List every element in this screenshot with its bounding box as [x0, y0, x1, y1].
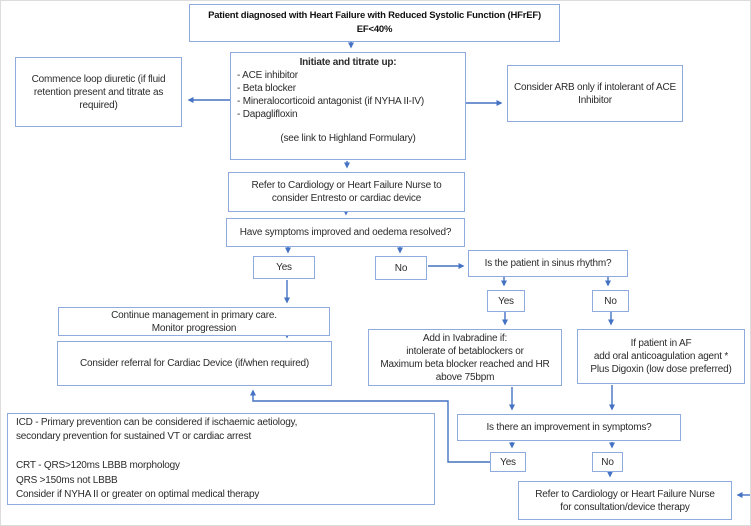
continue-primary-care-box: Continue management in primary care. Mon…	[58, 307, 330, 336]
text-line: Maximum beta blocker reached and HR	[380, 358, 550, 370]
no-branch-sinus: No	[592, 290, 629, 312]
text-line: Plus Digoxin (low dose preferred)	[590, 364, 732, 375]
branch-label: Yes	[276, 262, 292, 273]
refer-entresto-box: Refer to Cardiology or Heart Failure Nur…	[228, 172, 465, 212]
text-line: Continue management in primary care.	[111, 309, 277, 321]
consider-arb-box: Consider ARB only if intolerant of ACE I…	[507, 65, 683, 122]
yes-branch-improvement: Yes	[490, 452, 526, 472]
list-item: - Dapaglifloxin	[237, 109, 298, 120]
initiate-titrate-box: Initiate and titrate up: - ACE inhibitor…	[230, 52, 466, 160]
text-line: Consider if NYHA II or greater on optima…	[16, 489, 260, 500]
text-line: QRS >150ms not LBBB	[16, 474, 118, 486]
text-line: Consider ARB only if intolerant of ACE I…	[514, 81, 676, 106]
text-line: Is the patient in sinus rhythm?	[484, 258, 612, 269]
af-anticoagulation-box: If patient in AF add oral anticoagulatio…	[577, 329, 745, 384]
symptoms-improved-question: Have symptoms improved and oedema resolv…	[226, 218, 465, 247]
text-line: ICD - Primary prevention can be consider…	[16, 416, 298, 428]
list-item: - Mineralocorticoid antagonist (if NYHA …	[237, 96, 424, 107]
branch-label: Yes	[498, 295, 514, 307]
text-line	[16, 445, 426, 460]
text-line: Patient diagnosed with Heart Failure wit…	[208, 10, 541, 21]
text-line: Is there an improvement in symptoms?	[486, 422, 652, 433]
text-line: Consider referral for Cardiac Device (if…	[79, 358, 310, 369]
text-line: intolerate of betablockers or	[406, 345, 524, 357]
text-line: Monitor progression	[151, 322, 237, 334]
text-line: secondary prevention for sustained VT or…	[16, 431, 252, 442]
text-line: above 75bpm	[435, 371, 495, 383]
yes-branch-sinus: Yes	[487, 290, 525, 312]
text-line: If patient in AF	[630, 338, 692, 349]
text-line: Refer to Cardiology or Heart Failure Nur…	[251, 180, 442, 204]
text-line: EF<40%	[356, 24, 393, 35]
title-box: Patient diagnosed with Heart Failure wit…	[189, 4, 560, 42]
text-line: CRT - QRS>120ms LBBB morphology	[16, 460, 180, 471]
text-line: Refer to Cardiology or Heart Failure Nur…	[535, 488, 715, 500]
list-item: - Beta blocker	[237, 83, 296, 94]
yes-branch-symptoms: Yes	[253, 256, 315, 279]
sinus-rhythm-question: Is the patient in sinus rhythm?	[468, 250, 628, 277]
text-line: add oral anticoagulation agent *	[593, 351, 729, 362]
ivabradine-box: Add in Ivabradine if: intolerate of beta…	[368, 329, 562, 386]
list-item: - ACE inhibitor	[237, 70, 298, 81]
improvement-question: Is there an improvement in symptoms?	[457, 414, 681, 441]
icd-crt-notes-box: ICD - Primary prevention can be consider…	[7, 413, 435, 505]
branch-label: No	[601, 456, 614, 468]
commence-diuretic-box: Commence loop diuretic (if fluid retenti…	[15, 57, 182, 127]
text-line: Add in Ivabradine if:	[422, 332, 508, 344]
branch-label: No	[604, 295, 617, 307]
branch-label: No	[394, 262, 408, 274]
no-branch-improvement: No	[592, 452, 623, 472]
text-line: Commence loop diuretic (if fluid retenti…	[31, 73, 166, 111]
cardiac-device-referral-box: Consider referral for Cardiac Device (if…	[57, 341, 332, 386]
text-line: Have symptoms improved and oedema resolv…	[239, 227, 452, 238]
text-line: for consultation/device therapy	[560, 501, 690, 513]
formulary-link-note: (see link to Highland Formulary)	[280, 133, 416, 144]
refer-consultation-box: Refer to Cardiology or Heart Failure Nur…	[518, 481, 732, 520]
no-branch-symptoms: No	[375, 256, 427, 280]
branch-label: Yes	[500, 456, 516, 468]
box-heading: Initiate and titrate up:	[299, 57, 397, 68]
